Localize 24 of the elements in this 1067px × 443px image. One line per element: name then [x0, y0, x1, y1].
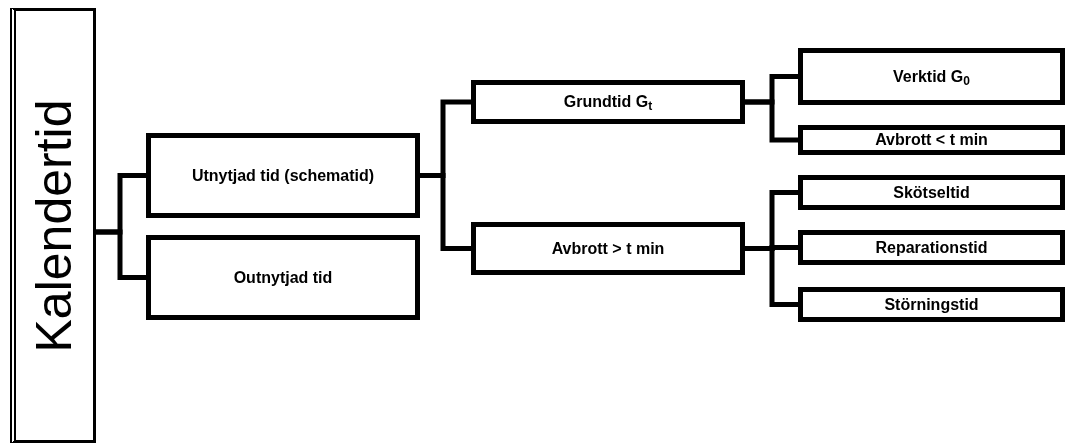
- connector-line: [745, 99, 798, 143]
- box-label: Utnytjad tid (schematid): [191, 165, 375, 186]
- connector-line: [96, 229, 146, 280]
- process-box: [798, 125, 1065, 155]
- process-box: [798, 48, 1065, 105]
- box-label: Verktid G$_{0}$: [893, 66, 970, 87]
- process-box: [146, 133, 420, 218]
- process-box: [798, 287, 1065, 322]
- vertical-title-box: [10, 8, 96, 443]
- vertical-title: Kalendertid: [29, 99, 80, 352]
- box-label: Störningstid: [884, 294, 979, 315]
- box-label: Avbrott > t min: [551, 238, 665, 259]
- box-label: Avbrott < t min: [875, 130, 988, 150]
- process-box: [146, 235, 420, 320]
- connector-line: [745, 246, 798, 307]
- box-label: Outnytjad tid: [233, 267, 333, 288]
- process-box: [798, 230, 1065, 265]
- box-label: Grundtid G$_{t}$: [563, 92, 653, 112]
- connector-line: [420, 173, 471, 251]
- process-box: [798, 175, 1065, 210]
- process-box: [471, 222, 745, 275]
- box-label: Skötseltid: [893, 182, 970, 203]
- box-label: Reparationstid: [875, 237, 988, 258]
- process-box: [471, 80, 745, 124]
